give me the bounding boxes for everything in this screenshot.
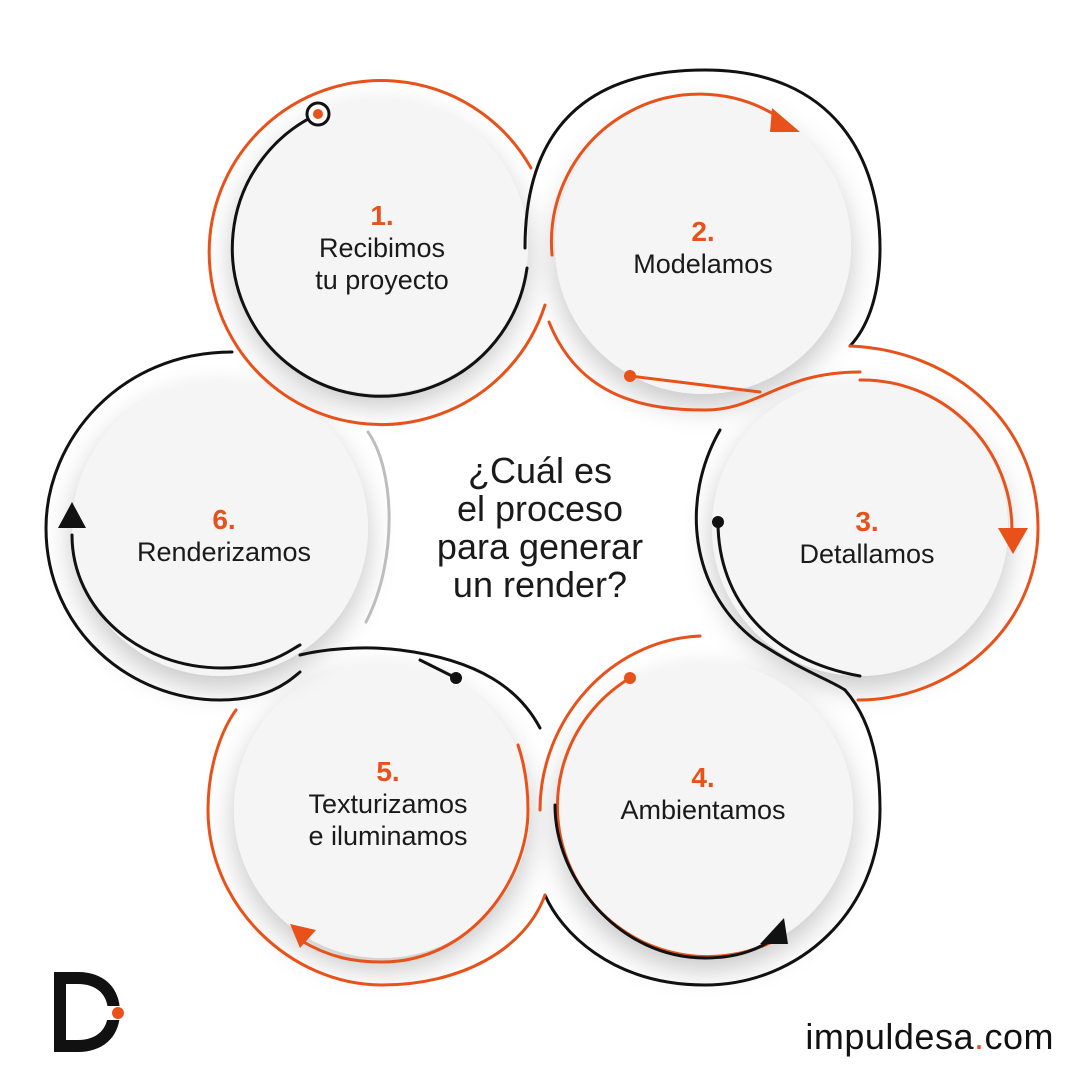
arrowheads — [58, 108, 1028, 948]
step-5-inner-arc — [298, 743, 530, 964]
step-1-label: Recibimos tu proyecto — [315, 233, 449, 295]
step-2-number: 2. — [691, 216, 715, 247]
step-4-label: Ambientamos — [620, 795, 786, 825]
brand-domain-tld: com — [984, 1016, 1054, 1057]
step-2-start-dot-icon — [624, 370, 636, 382]
d-logo-icon — [54, 972, 128, 1052]
step-1-text: 1. Recibimos tu proyecto — [262, 200, 502, 296]
step-2-arrow-icon — [770, 108, 800, 132]
brand-domain-name: impuldesa — [805, 1016, 974, 1057]
step-4-left-arc — [538, 634, 702, 812]
step-2-circle — [555, 98, 851, 394]
brand-domain-dot: . — [973, 1016, 985, 1057]
step-6-number: 6. — [212, 504, 236, 535]
step-4-outer-ring — [543, 688, 882, 987]
step-5-arrow-icon — [290, 924, 316, 948]
step-1-inner-arc — [230, 112, 529, 398]
step-3-number: 3. — [855, 506, 879, 537]
step-5-start-dot-icon — [450, 672, 462, 684]
start-markers — [305, 101, 724, 684]
step-4-circle — [557, 662, 853, 958]
step-1-number: 1. — [370, 200, 394, 231]
step-2-outer-ring — [523, 68, 882, 348]
step-6-guide-arc — [364, 430, 391, 624]
step-6-circle — [72, 380, 368, 676]
step-5-circle — [234, 662, 530, 958]
step-2-lower-arc — [547, 320, 862, 412]
step-3-text: 3. Detallamos — [747, 506, 987, 570]
step-5-label: Texturizamos e iluminamos — [308, 789, 468, 851]
step-4-number: 4. — [691, 762, 715, 793]
step-3-circle — [712, 380, 1008, 676]
step-1-outer-ring — [207, 79, 547, 427]
step-4-arrow-icon — [760, 918, 788, 944]
step-6-label: Renderizamos — [136, 537, 312, 567]
step-6-inner-arc — [70, 533, 302, 670]
step-6-text: 6. Renderizamos — [104, 504, 344, 568]
step-2-inner-arc — [549, 92, 782, 257]
step-1-start-dot-icon — [313, 109, 323, 119]
step-2-label: Modelamos — [633, 249, 773, 279]
step-3-inner-arc — [858, 378, 1014, 532]
step-6-outer-ring — [44, 350, 302, 702]
step-5-top-arc — [298, 646, 542, 730]
step-3-outer-ring — [848, 344, 1040, 702]
step-3-start-dot-icon — [712, 516, 724, 528]
brand-domain: impuldesa.com — [805, 1016, 1054, 1058]
step-3-left-arc — [694, 428, 847, 692]
step-circles — [72, 98, 1008, 958]
step-6-arrow-icon — [58, 502, 86, 528]
step-3-inner-left — [716, 520, 862, 678]
step-5-number: 5. — [376, 756, 400, 787]
step-4-bottom-arc — [553, 803, 777, 960]
step-5-text: 5. Texturizamos e iluminamos — [268, 756, 508, 852]
step-5-start-line — [418, 658, 458, 680]
step-1-circle — [232, 98, 528, 394]
step-3-label: Detallamos — [799, 539, 935, 569]
step-3-arrow-icon — [998, 528, 1028, 554]
step-2-text: 2. Modelamos — [583, 216, 823, 280]
step-5-outer-ring — [206, 708, 547, 987]
step-4-text: 4. Ambientamos — [583, 762, 823, 826]
step-4-start-dot-icon — [624, 672, 636, 684]
center-question: ¿Cuál es el proceso para generar un rend… — [436, 450, 644, 605]
step-2-to-3-connector — [628, 374, 762, 394]
